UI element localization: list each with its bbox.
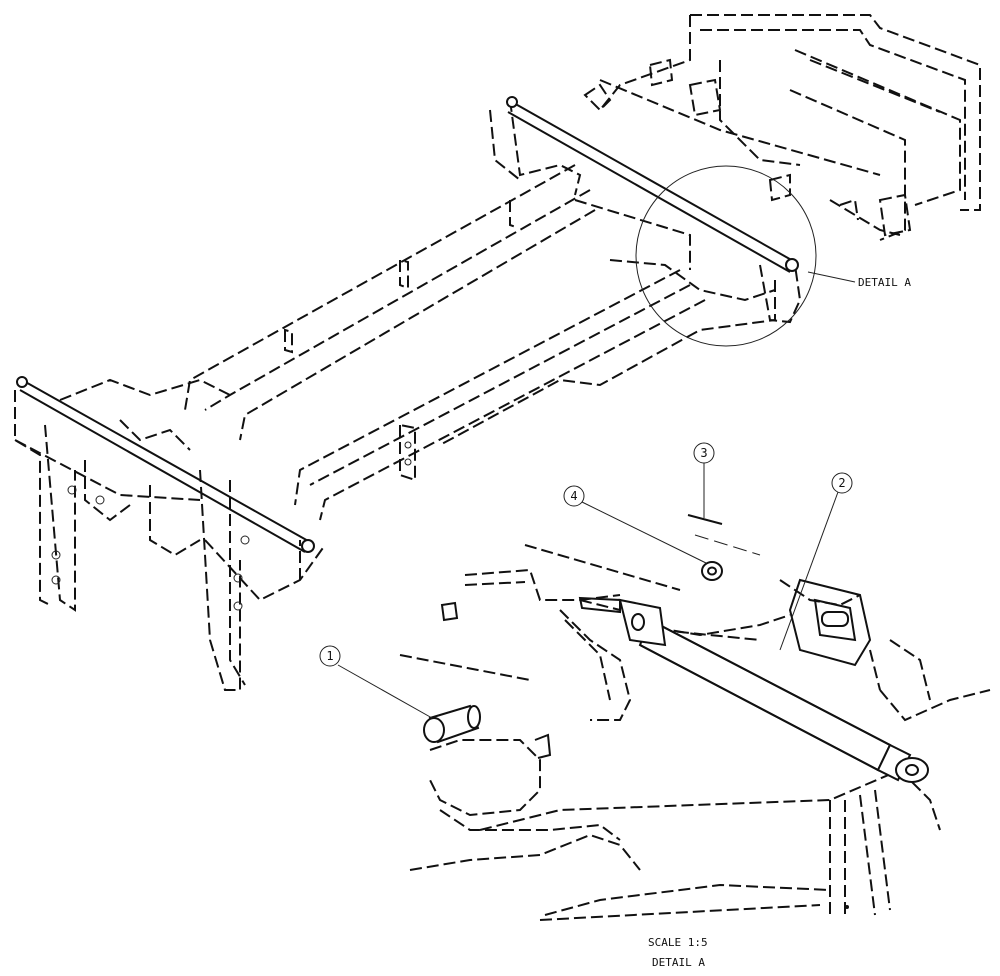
balloon-1: 1 — [319, 645, 341, 667]
cotter-pin — [687, 514, 723, 525]
svg-text:1: 1 — [326, 649, 333, 663]
balloon-3: 3 — [693, 442, 715, 464]
detail-a-callout: DETAIL A — [635, 165, 911, 347]
clevis-pin — [423, 704, 481, 744]
scale-label: SCALE 1:5 — [648, 936, 708, 949]
balloon-4: 4 — [563, 485, 585, 507]
detail-callout-label: DETAIL A — [858, 276, 911, 289]
washer — [701, 561, 723, 581]
svg-text:2: 2 — [838, 476, 845, 490]
detail-circle — [635, 165, 817, 347]
frame-assembly — [14, 14, 981, 691]
svg-text:4: 4 — [570, 489, 577, 503]
balloon-2: 2 — [831, 472, 853, 494]
detail-title: DETAIL A — [652, 956, 705, 969]
detail-a-view: 1 2 3 4 — [319, 442, 991, 921]
hydraulic-cylinder — [578, 596, 929, 783]
svg-text:3: 3 — [700, 446, 707, 460]
